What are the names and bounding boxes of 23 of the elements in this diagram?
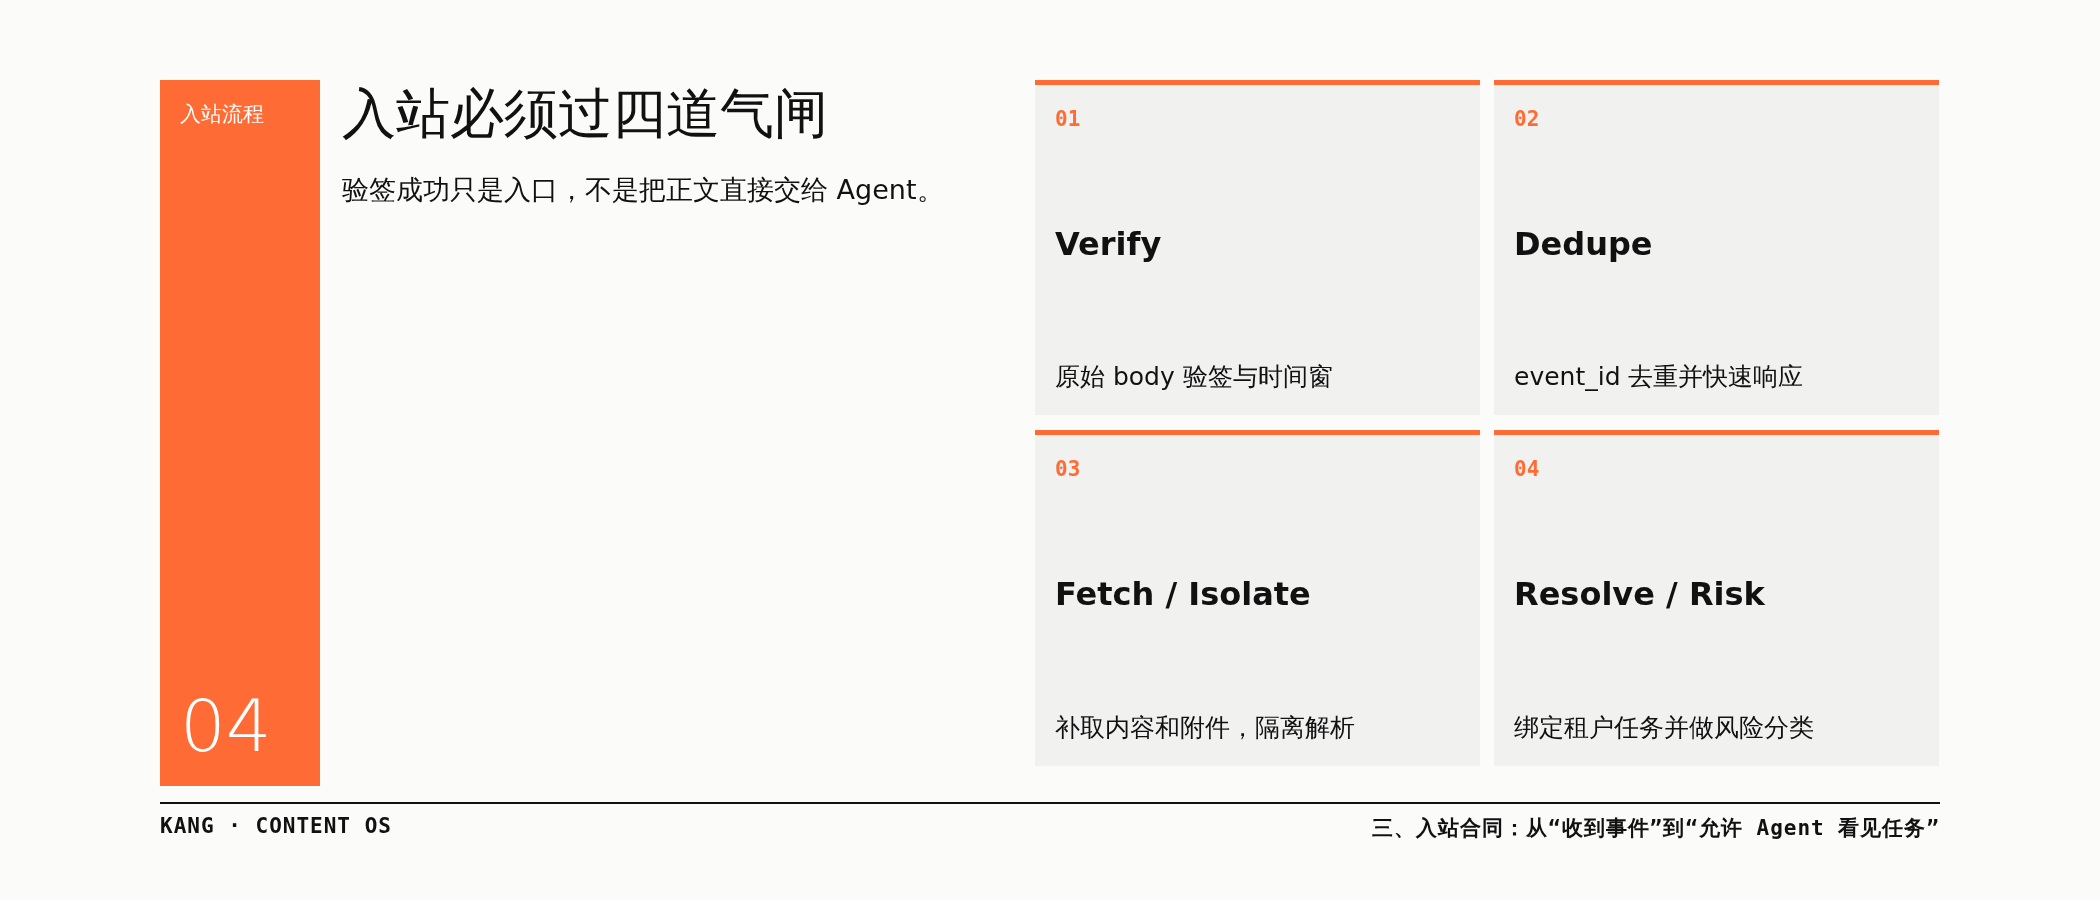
section-label: 入站流程 <box>180 101 264 128</box>
step-title: Dedupe <box>1514 225 1653 263</box>
step-card <box>1035 430 1480 766</box>
step-card <box>1035 80 1480 415</box>
section-band <box>160 80 320 786</box>
slide-title: 入站必须过四道气闸 <box>342 81 828 147</box>
step-number: 03 <box>1055 457 1081 481</box>
step-number: 01 <box>1055 107 1081 131</box>
step-number: 04 <box>1514 457 1540 481</box>
step-description: 补取内容和附件，隔离解析 <box>1055 712 1355 744</box>
step-title: Fetch / Isolate <box>1055 575 1311 613</box>
section-number: 04 <box>180 684 272 768</box>
step-number: 02 <box>1514 107 1540 131</box>
step-description: 原始 body 验签与时间窗 <box>1055 361 1333 393</box>
step-card <box>1494 80 1939 415</box>
step-description: 绑定租户任务并做风险分类 <box>1514 712 1814 744</box>
footer-text: KANG · CONTENT OS <box>160 814 392 838</box>
step-title: Resolve / Risk <box>1514 575 1765 613</box>
step-title: Verify <box>1055 225 1162 263</box>
step-card <box>1494 430 1939 766</box>
step-description: event_id 去重并快速响应 <box>1514 361 1804 393</box>
subtitle: 验签成功只是入口，不是把正文直接交给 Agent。 <box>342 173 944 207</box>
footer-text: 三、入站合同：从“收到事件”到“允许 Agent 看见任务” <box>1371 815 1940 842</box>
